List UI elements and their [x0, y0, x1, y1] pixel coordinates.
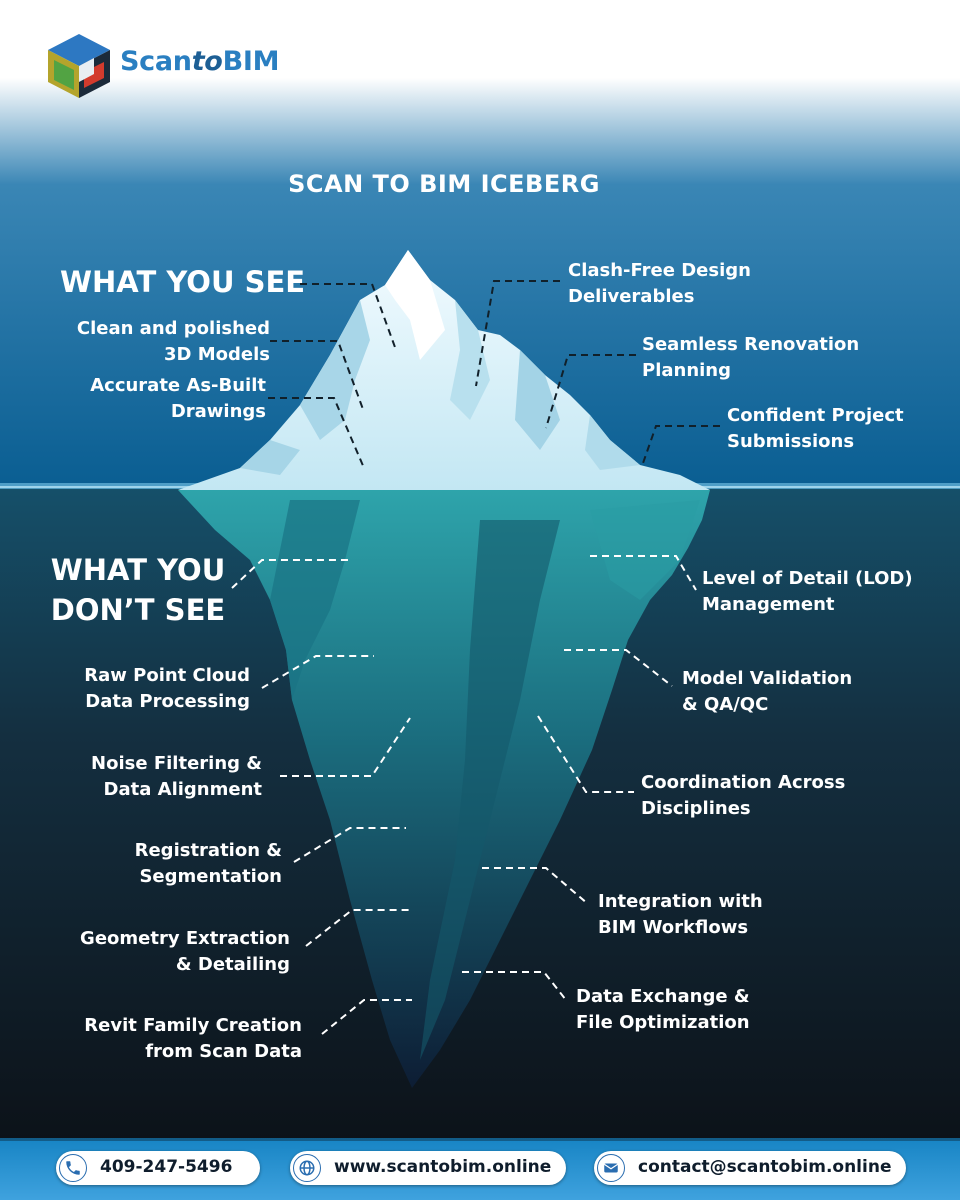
label-clash-free: Clash-Free Design Deliverables	[568, 260, 751, 307]
label-renovation-planning: Seamless Renovation Planning	[642, 334, 860, 381]
heading-what-you-see: WHAT YOU SEE	[60, 265, 306, 299]
brand-bim: BIM	[222, 46, 280, 77]
heading-what-you-dont-see: WHAT YOU DON’T SEE	[50, 553, 226, 627]
label-point-cloud: Raw Point Cloud Data Processing	[84, 665, 250, 712]
label-as-built-drawings: Accurate As-Built Drawings	[90, 375, 266, 422]
label-coordination: Coordination Across Disciplines	[641, 772, 846, 819]
label-project-submissions: Confident Project Submissions	[727, 405, 904, 452]
brand-to: to	[191, 46, 223, 77]
label-data-exchange: Data Exchange & File Optimization	[576, 986, 750, 1033]
mail-icon	[597, 1154, 625, 1182]
email-address: contact@scantobim.online	[638, 1157, 892, 1177]
brand-scan: Scan	[120, 46, 192, 77]
label-registration: Registration & Segmentation	[134, 840, 282, 887]
phone-contact[interactable]: 409-247-5496	[56, 1151, 260, 1185]
website-url: www.scantobim.online	[334, 1157, 552, 1177]
label-model-validation: Model Validation & QA/QC	[682, 668, 853, 715]
page-title: SCAN TO BIM ICEBERG	[288, 170, 600, 198]
label-revit-family: Revit Family Creation from Scan Data	[84, 1015, 302, 1062]
label-3d-models: Clean and polished 3D Models	[76, 318, 270, 365]
email-link[interactable]: contact@scantobim.online	[594, 1151, 906, 1185]
label-bim-integration: Integration with BIM Workflows	[598, 891, 763, 938]
website-link[interactable]: www.scantobim.online	[290, 1151, 566, 1185]
label-noise-filtering: Noise Filtering & Data Alignment	[91, 753, 262, 800]
globe-icon	[293, 1154, 321, 1182]
brand-name: ScantoBIM	[120, 46, 279, 77]
cube-logo-icon	[48, 34, 110, 98]
label-lod-management: Level of Detail (LOD) Management	[702, 568, 913, 615]
phone-number: 409-247-5496	[100, 1157, 233, 1177]
phone-icon	[59, 1154, 87, 1182]
brand-logo: ScantoBIM	[44, 30, 284, 102]
label-geometry-extraction: Geometry Extraction & Detailing	[80, 928, 290, 975]
